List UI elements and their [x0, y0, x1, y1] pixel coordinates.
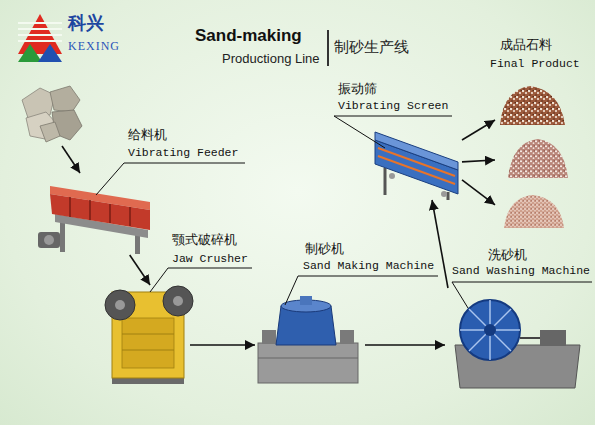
product-pile [508, 139, 568, 178]
sand-maker-illustration [258, 296, 358, 383]
washer-spoke [469, 309, 511, 351]
logo-blue [38, 44, 62, 62]
screen-illustration [375, 132, 458, 200]
feeder-rib [89, 200, 91, 220]
flow-arrow [462, 160, 495, 162]
feeder-pulley [44, 235, 54, 245]
flow-arrow [365, 344, 445, 346]
english-label: Sand Making Machine [303, 260, 434, 272]
sand-washing-machine: 洗砂机Sand Washing Machine [445, 288, 580, 388]
screen-spring [441, 191, 447, 197]
jaw-flywheel [163, 286, 193, 316]
feeder-motor [38, 232, 60, 248]
washer-shaft [520, 337, 540, 339]
jaw-hub [173, 296, 183, 306]
vibrating-screen: 振动筛Vibrating Screen [372, 128, 462, 200]
leader-line [334, 116, 452, 148]
logo-red [18, 14, 62, 54]
chinese-label: 给料机 [128, 128, 167, 141]
english-label: Final Product [490, 58, 580, 70]
title: Sand-making [195, 27, 302, 44]
product-pile [504, 195, 564, 228]
washer-wheel [460, 300, 520, 360]
chinese-label: 振动筛 [338, 82, 377, 95]
feeder-rib [69, 197, 71, 217]
logo-green [18, 44, 42, 62]
final-product: 成品石料Final Product [495, 82, 567, 230]
flow-arrow [190, 344, 255, 346]
feeder-leg [60, 222, 65, 252]
screen-leg [447, 192, 450, 200]
product-pile [500, 86, 565, 125]
logo-stripe [18, 34, 62, 36]
washer-spoke [469, 309, 511, 351]
jaw-illustration [105, 286, 193, 384]
screen-deck [378, 156, 455, 184]
chinese-label: 制砂机 [305, 242, 344, 255]
vibrating-feeder: 给料机Vibrating Feeder [40, 180, 155, 255]
feeder-rib [129, 207, 131, 226]
english-label: Sand Washing Machine [452, 265, 590, 277]
logo-stripe [18, 28, 62, 30]
leader-line [150, 268, 252, 292]
stone [50, 86, 80, 112]
chinese-label: 成品石料 [500, 38, 552, 51]
screen-leg [384, 168, 387, 195]
jaw-crusher: 颚式破碎机Jaw Crusher [105, 285, 190, 385]
chinese-label: 颚式破碎机 [172, 233, 237, 246]
leader-line [96, 163, 245, 195]
subtitle: 制砂生产线 [334, 40, 409, 55]
logo [18, 14, 62, 62]
english-label: Jaw Crusher [172, 253, 248, 265]
jaw-hub [115, 300, 125, 310]
leader-line [285, 276, 438, 305]
english-label: Vibrating Screen [338, 100, 448, 112]
logo-text: 科兴 [68, 14, 104, 32]
chinese-label: 洗砂机 [488, 248, 527, 261]
raw-stone [22, 86, 82, 142]
stone [40, 122, 60, 142]
jaw-rib [122, 350, 174, 351]
washer-motor [540, 330, 566, 346]
flow-arrow [130, 255, 150, 285]
sand-maker-hopper [300, 296, 312, 305]
washer-illustration [455, 300, 580, 388]
jaw-panel [122, 318, 174, 368]
jaw-rib [122, 334, 174, 335]
sand-maker-motor [340, 330, 354, 344]
english-label: Vibrating Feeder [128, 147, 238, 159]
feeder-illustration [38, 186, 150, 254]
leader-lines [96, 116, 592, 308]
washer-hub [484, 324, 496, 336]
screen-spring [389, 173, 395, 179]
sand-making-machine: 制砂机Sand Making Machine [255, 295, 365, 385]
logo-text: KEXING [68, 40, 120, 52]
feeder-trough [50, 194, 150, 230]
jaw-flywheel [105, 290, 135, 320]
sand-maker-motor [262, 330, 276, 344]
flow-arrow [462, 120, 495, 140]
leader-line [452, 282, 592, 308]
screen-deck [378, 148, 455, 176]
subtitle: Productiong Line [222, 52, 320, 65]
feeder-rib [109, 204, 111, 223]
flow-arrow [462, 180, 495, 205]
sand-maker-base [258, 343, 358, 383]
logo-stripe [18, 22, 62, 24]
title-bar [327, 30, 329, 66]
feed-arrow [62, 146, 80, 173]
flow-arrow [432, 200, 448, 288]
logo-stripe [18, 40, 62, 42]
sand-maker-rail [258, 358, 358, 359]
